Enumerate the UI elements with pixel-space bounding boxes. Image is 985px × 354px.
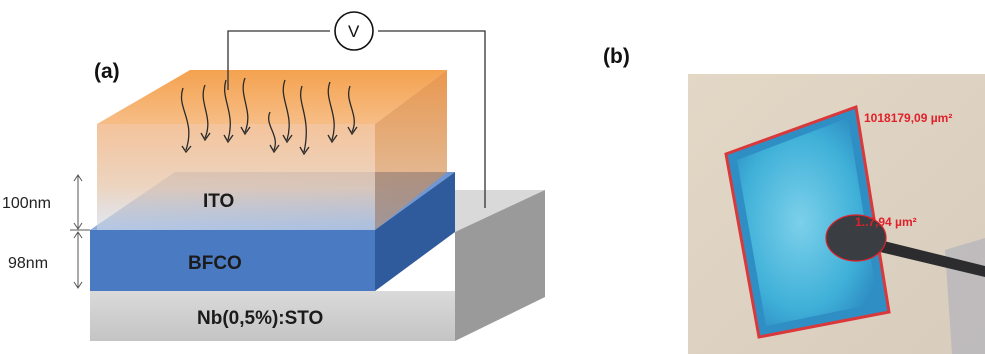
voltmeter-label: V [348,22,360,41]
substrate-side [455,190,545,341]
bfco-front [90,230,375,291]
ito-thickness-label: 100nm [2,195,51,212]
electrode-pad [724,104,891,339]
pad-inner [737,118,878,326]
probe-needle [880,240,985,277]
panel-a-label: (a) [94,60,120,83]
circuit-wire-right [378,30,486,208]
substrate-region [945,238,985,354]
substrate-label: Nb(0,5%):STO [197,308,323,329]
circuit-wire [227,30,330,90]
ito-label: ITO [203,191,234,212]
bfco-thickness-label: 98nm [8,255,48,272]
probe-contact [825,214,887,262]
bfco-side [375,172,455,291]
area-label-small: 1..7,94 µm² [855,215,917,229]
ito-side [375,70,447,230]
panel-b-micrograph: (b) 1018179,09 µm² 1..7,94 µm² [603,45,985,354]
substrate-front [90,291,455,341]
ito-front [97,124,375,230]
voltmeter-circuit: V [227,11,486,208]
panel-b-label: (b) [603,45,630,68]
thickness-annotations [70,174,90,289]
probe [825,214,985,277]
panel-a-schematic: (a) Nb(0,5%):STO BFCO ITO [2,11,545,341]
incident-light-arrows [180,77,358,156]
voltmeter-symbol [334,11,374,51]
bfco-label: BFCO [188,253,242,274]
ito-layer: ITO [97,70,447,230]
area-label-large: 1018179,09 µm² [864,111,952,125]
